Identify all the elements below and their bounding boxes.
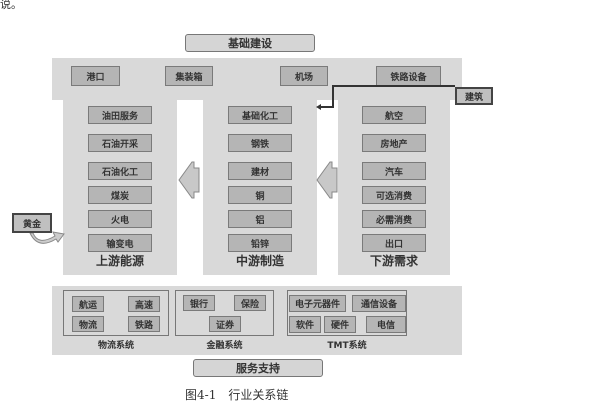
column-item: 必需消费: [362, 210, 426, 228]
column-item: 火电: [88, 210, 152, 228]
service-item: 软件: [289, 316, 321, 333]
column-upstream: 油田服务 石油开采 石油化工 煤炭 火电 输变电 上游能源: [63, 92, 177, 275]
column-downstream: 航空 房地产 汽车 可选消费 必需消费 出口 下游需求: [338, 92, 450, 275]
service-item: 高速: [128, 296, 160, 312]
column-item: 汽车: [362, 162, 426, 180]
group-label: TMT系统: [327, 341, 367, 351]
service-item: 证券: [209, 316, 241, 332]
column-item: 航空: [362, 106, 426, 124]
column-item: 石油化工: [88, 162, 152, 180]
column-label: 下游需求: [369, 254, 418, 268]
service-item: 保险: [234, 295, 266, 311]
logistics-group: 航运 高速 物流 铁路: [63, 290, 169, 336]
infra-item: 港口: [71, 66, 120, 86]
column-item: 油田服务: [88, 106, 152, 124]
column-item: 钢铁: [228, 134, 292, 152]
arrowhead-icon: [316, 104, 321, 110]
column-item: 煤炭: [88, 186, 152, 204]
infrastructure-title: 基础建设: [185, 34, 315, 52]
column-item: 石油开采: [88, 134, 152, 152]
services-title: 服务支持: [193, 359, 323, 377]
construction-box: 建筑: [455, 87, 493, 105]
column-label: 中游制造: [235, 254, 284, 268]
construction-connector: [320, 85, 455, 108]
column-item: 铜: [228, 186, 292, 204]
column-label: 上游能源: [95, 254, 144, 268]
group-label: 物流系统: [97, 341, 134, 351]
gold-box: 黄金: [12, 213, 52, 233]
service-item: 物流: [72, 316, 104, 332]
service-item: 铁路: [128, 316, 160, 332]
column-item: 可选消费: [362, 186, 426, 204]
finance-group: 银行 保险 证券: [175, 290, 274, 336]
figure-caption: 图4-1 行业关系链: [185, 388, 289, 402]
header-fragment: 说。: [0, 0, 22, 11]
tmt-group: 电子元器件 通信设备 软件 硬件 电信: [287, 290, 407, 336]
column-item: 房地产: [362, 134, 426, 152]
infra-item: 集装箱: [165, 66, 213, 86]
gold-curved-arrow: [29, 231, 65, 244]
infra-item: 机场: [280, 66, 328, 86]
service-item: 硬件: [324, 316, 356, 333]
column-midstream: 基础化工 钢铁 建材 铜 铝 铅锌 中游制造: [203, 92, 317, 275]
column-item: 铅锌: [228, 234, 292, 252]
column-item: 建材: [228, 162, 292, 180]
left-arrow-icon: [316, 161, 338, 199]
column-item: 基础化工: [228, 106, 292, 124]
service-item: 电子元器件: [289, 295, 346, 312]
service-item: 通信设备: [352, 295, 406, 312]
service-item: 电信: [366, 316, 406, 333]
left-arrow-icon: [178, 161, 200, 199]
column-item: 铝: [228, 210, 292, 228]
column-item: 输变电: [88, 234, 152, 252]
column-item: 出口: [362, 234, 426, 252]
services-band: 航运 高速 物流 铁路 物流系统 银行 保险 证券 金融系统 电子元器件 通信设…: [52, 286, 462, 355]
group-label: 金融系统: [206, 341, 243, 351]
service-item: 银行: [183, 295, 215, 311]
service-item: 航运: [72, 296, 104, 312]
